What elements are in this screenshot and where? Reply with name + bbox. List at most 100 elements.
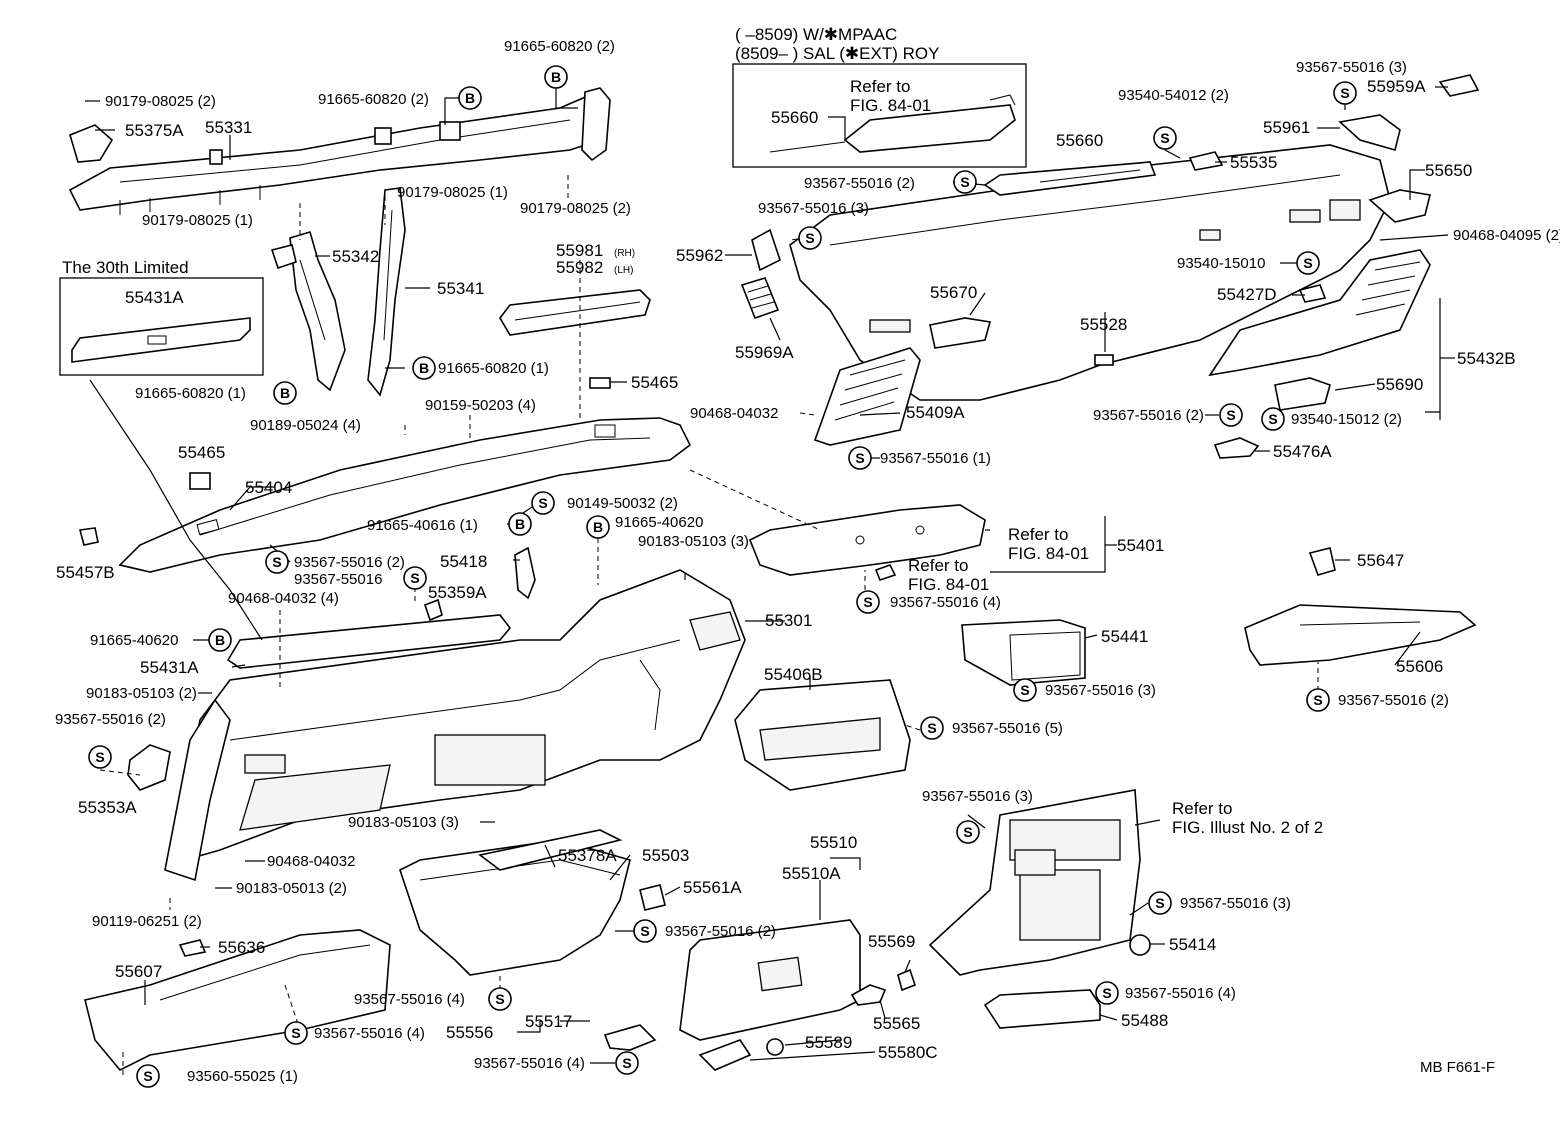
part-55406B: 55406B	[764, 665, 823, 684]
grille-55969A	[740, 277, 780, 320]
part-55962: 55962	[676, 246, 723, 265]
svg-text:S: S	[291, 1025, 300, 1041]
part-90179-08025-b: 90179-08025 (1)	[397, 184, 508, 201]
part-55427D: 55427D	[1217, 285, 1277, 304]
clip-55359A	[423, 598, 443, 622]
clip-55465-b	[189, 472, 211, 490]
part-55465-a: 55465	[631, 373, 678, 392]
refer-to-2: Refer to	[1008, 525, 1068, 544]
part-55959A: 55959A	[1367, 77, 1426, 96]
part-55510: 55510	[810, 833, 857, 852]
part-55414: 55414	[1169, 935, 1216, 954]
part-55982-lh: (LH)	[614, 265, 633, 276]
screw-badge-s7: S	[633, 919, 657, 943]
part-55301: 55301	[765, 611, 812, 630]
screw-badge-s18: S	[856, 590, 880, 614]
part-90159-50203: 90159-50203 (4)	[425, 397, 536, 414]
part-55660-a: 55660	[771, 108, 818, 127]
part-93540-15012: 93540-15012 (2)	[1291, 411, 1402, 428]
part-55457B: 55457B	[56, 563, 115, 582]
part-93567-55016-j: 93567-55016 (3)	[758, 200, 869, 217]
part-93567-55016-h: 93567-55016 (3)	[1296, 59, 1407, 76]
screw-badge-b4: B	[508, 512, 532, 536]
clip-55427D	[1298, 284, 1327, 303]
part-55535: 55535	[1230, 153, 1277, 172]
part-93567-55016-e: 93567-55016 (2)	[665, 923, 776, 940]
register-55660-inset	[769, 94, 1016, 153]
part-55331: 55331	[205, 118, 252, 137]
screw-badge-s5: S	[284, 1021, 308, 1045]
bracket-55353A	[127, 744, 171, 791]
side-grille-55432B	[1208, 249, 1431, 377]
svg-text:B: B	[515, 516, 525, 532]
screw-badge-s21: S	[920, 716, 944, 740]
part-90149-50032: 90149-50032 (2)	[567, 495, 678, 512]
part-55431A-b: 55431A	[140, 658, 199, 677]
fig-ref-4: FIG. Illust No. 2 of 2	[1172, 818, 1323, 837]
part-55647: 55647	[1357, 551, 1404, 570]
part-91665-60820-b: 91665-60820 (2)	[318, 91, 429, 108]
screw-badge-s23: S	[1148, 891, 1172, 915]
part-55404: 55404	[245, 478, 292, 497]
part-55432B: 55432B	[1457, 349, 1516, 368]
screw-badge-b3: B	[412, 356, 436, 380]
part-93567-55016-p: 93567-55016 (5)	[952, 720, 1063, 737]
clip-55465-a	[589, 377, 611, 389]
svg-text:B: B	[551, 69, 561, 85]
mpaac-box	[732, 63, 1027, 168]
register-55959A	[1438, 74, 1480, 97]
part-55556: 55556	[446, 1023, 493, 1042]
reinforcement-bar-55331	[68, 87, 611, 215]
part-55528: 55528	[1080, 315, 1127, 334]
part-91665-60820-top: 91665-60820 (2)	[504, 38, 615, 55]
svg-text:S: S	[1102, 985, 1111, 1001]
cluster-finish-panel	[928, 789, 1141, 976]
svg-text:S: S	[863, 594, 872, 610]
striker-55569	[897, 968, 917, 992]
part-55660-b: 55660	[1056, 131, 1103, 150]
svg-text:B: B	[419, 360, 429, 376]
part-55981: 55981	[556, 241, 603, 260]
part-55476A: 55476A	[1273, 442, 1332, 461]
refer-to-1: Refer to	[850, 77, 910, 96]
svg-text:S: S	[855, 450, 864, 466]
screw-badge-s14: S	[1296, 251, 1320, 275]
register-55961	[1338, 114, 1401, 151]
svg-text:S: S	[1268, 411, 1277, 427]
ornament-55431A	[226, 614, 512, 669]
clip-55636	[178, 939, 207, 957]
part-93540-54012: 93540-54012 (2)	[1118, 87, 1229, 104]
screw-badge-s22: S	[956, 820, 980, 844]
svg-text:S: S	[1313, 692, 1322, 708]
part-55981-rh: (RH)	[614, 248, 635, 259]
clip-55647	[1308, 547, 1336, 576]
part-55982: 55982	[556, 258, 603, 277]
part-93567-55016-q: 93567-55016 (3)	[922, 788, 1033, 805]
svg-text:S: S	[272, 554, 281, 570]
part-93560-55025: 93560-55025 (1)	[187, 1068, 298, 1085]
screw-badge-s4: S	[88, 745, 112, 769]
clip-55457B	[78, 527, 99, 546]
fig-ref-1: FIG. 84-01	[850, 96, 931, 115]
part-93567-55016-l: 93567-55016 (1)	[880, 450, 991, 467]
part-93567-55016-i: 93567-55016 (2)	[804, 175, 915, 192]
ashtray-55441	[961, 619, 1086, 686]
part-93567-55016-r: 93567-55016 (3)	[1180, 895, 1291, 912]
register-55670	[929, 317, 992, 349]
svg-text:S: S	[95, 749, 104, 765]
screw-badge-s10: S	[1153, 126, 1177, 150]
part-90179-08025-a: 90179-08025 (2)	[105, 93, 216, 110]
part-93567-55016-f: 93567-55016 (4)	[354, 991, 465, 1008]
clip-55476A	[1213, 437, 1260, 459]
screw-badge-s24: S	[1095, 981, 1119, 1005]
part-55670: 55670	[930, 283, 977, 302]
part-55517: 55517	[525, 1012, 572, 1031]
variant-line-1: ( –8509) W/✱MPAAC	[735, 25, 897, 44]
part-55569: 55569	[868, 932, 915, 951]
svg-text:S: S	[1303, 255, 1312, 271]
part-55375A: 55375A	[125, 121, 184, 140]
clip-55401-small	[874, 564, 897, 581]
part-90468-04032-b: 90468-04032	[267, 853, 355, 870]
svg-text:S: S	[1226, 407, 1235, 423]
